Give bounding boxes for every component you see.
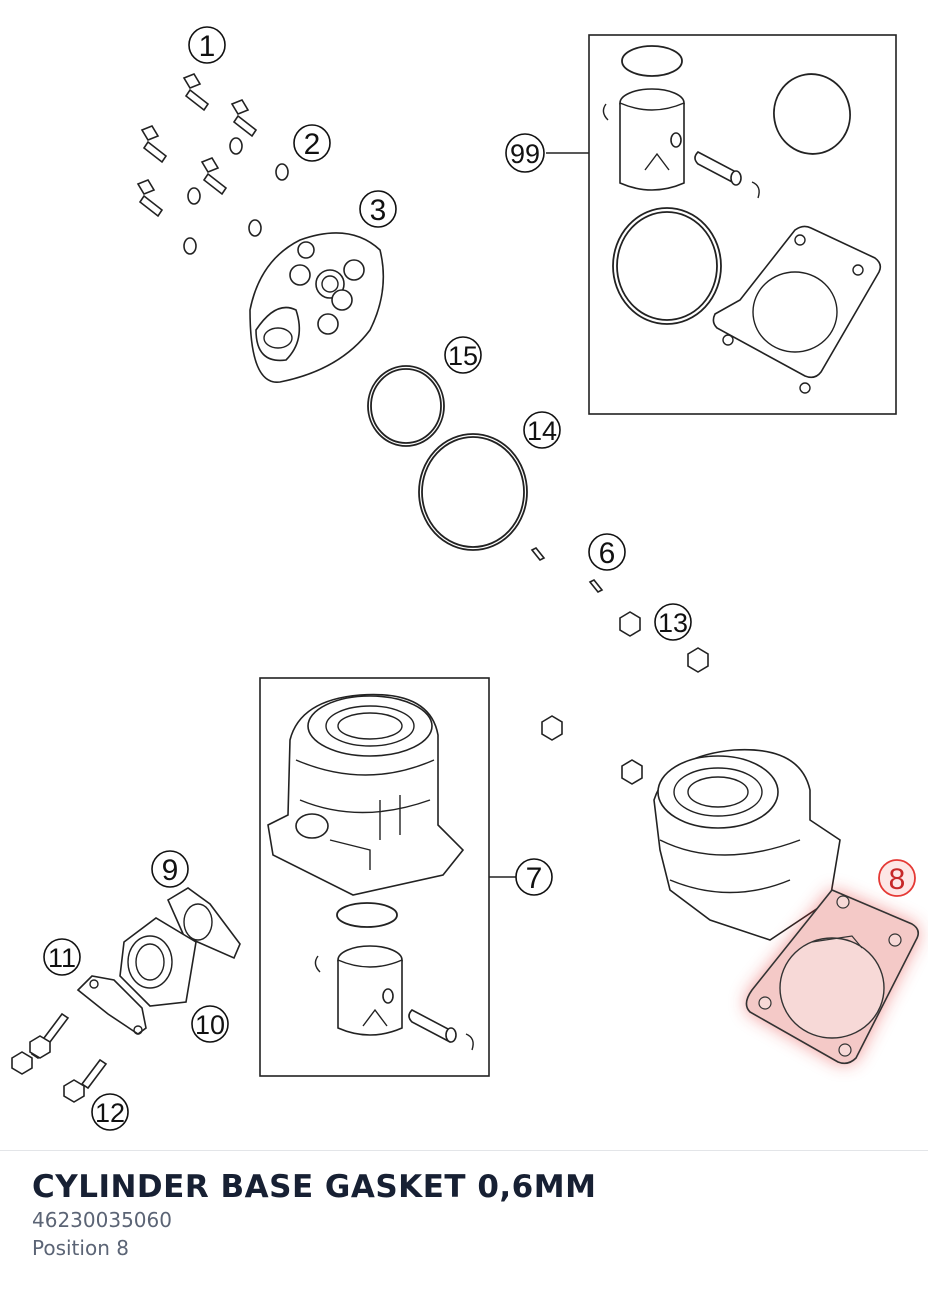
callout-11[interactable]: 11 — [43, 938, 81, 976]
svg-text:15: 15 — [448, 341, 478, 371]
svg-text:99: 99 — [510, 139, 540, 169]
callout-6[interactable]: 6 — [588, 533, 626, 571]
svg-text:13: 13 — [658, 608, 688, 638]
callout-8[interactable]: 8 — [878, 859, 916, 897]
intake-flange — [119, 917, 197, 1007]
callout-1[interactable]: 1 — [188, 26, 226, 64]
callout-14[interactable]: 14 — [523, 411, 561, 449]
divider — [0, 1150, 928, 1151]
svg-text:6: 6 — [599, 537, 616, 570]
callout-9[interactable]: 9 — [151, 850, 189, 888]
svg-text:8: 8 — [889, 863, 906, 896]
cylinder-base-gasket-highlight — [745, 889, 920, 1065]
cylinder-head-bolts — [136, 73, 258, 218]
cylinder — [653, 748, 841, 941]
o-ring-14 — [418, 433, 528, 551]
intake-bolts — [11, 1012, 108, 1103]
bracket — [76, 975, 147, 1035]
callout-10[interactable]: 10 — [191, 1005, 229, 1043]
svg-text:10: 10 — [195, 1010, 225, 1040]
svg-text:12: 12 — [95, 1098, 125, 1128]
callout-2[interactable]: 2 — [293, 124, 331, 162]
callout-12[interactable]: 12 — [91, 1093, 129, 1131]
svg-text:1: 1 — [199, 30, 216, 63]
svg-text:14: 14 — [527, 416, 557, 446]
o-ring-15 — [367, 365, 445, 447]
kit-piston-pin — [694, 151, 742, 186]
svg-text:9: 9 — [162, 854, 179, 887]
kit-piston — [619, 88, 685, 191]
kit-base-gasket — [712, 225, 882, 394]
kit-cylinder — [267, 693, 465, 896]
exploded-parts-diagram: 1 2 3 6 7 8 9 10 11 12 13 14 — [11, 26, 920, 1131]
dowel-pins — [530, 546, 604, 594]
cylinder-nuts — [541, 611, 709, 785]
part-position: Position 8 — [32, 1236, 129, 1260]
callout-15[interactable]: 15 — [444, 336, 482, 374]
callout-13[interactable]: 13 — [654, 603, 692, 641]
part-title: CYLINDER BASE GASKET 0,6MM — [32, 1169, 597, 1205]
kit-7-piston — [337, 945, 403, 1036]
part-info-panel: CYLINDER BASE GASKET 0,6MM 46230035060 P… — [32, 1168, 912, 1262]
washers — [183, 137, 289, 255]
svg-text:3: 3 — [370, 194, 387, 227]
kit-7-piston-pin — [408, 1009, 457, 1043]
svg-text:2: 2 — [304, 128, 321, 161]
cylinder-head — [249, 232, 385, 383]
kit-99-box — [546, 34, 897, 415]
svg-text:11: 11 — [48, 943, 76, 973]
callout-99[interactable]: 99 — [505, 133, 545, 173]
part-number: 46230035060 — [32, 1208, 172, 1232]
kit-7-box — [259, 677, 516, 1077]
callout-7[interactable]: 7 — [515, 858, 553, 896]
callout-3[interactable]: 3 — [359, 190, 397, 228]
svg-text:7: 7 — [526, 862, 543, 895]
